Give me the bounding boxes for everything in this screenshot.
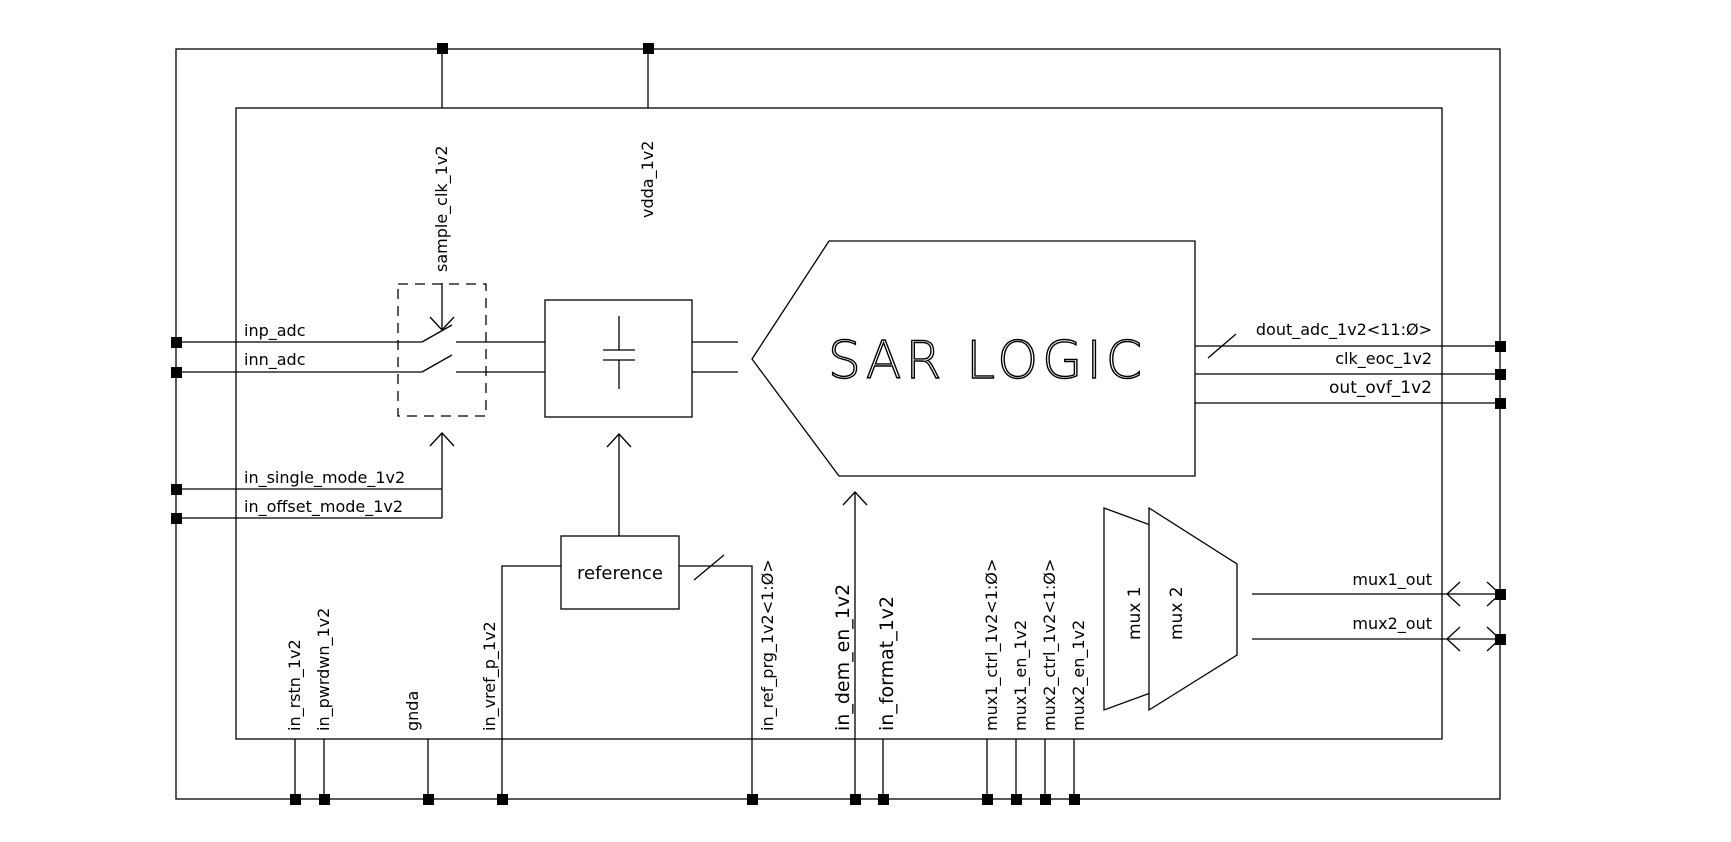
dem-en-arrow: [842, 491, 868, 506]
reference-block: [560, 535, 680, 610]
sampling-switch-box: [397, 283, 487, 417]
pin-out-ovf[interactable]: [1495, 398, 1506, 409]
ref-prg-bus-slash: [693, 554, 725, 581]
pin-in-vref-p[interactable]: [497, 794, 508, 805]
pin-in-rstn[interactable]: [290, 794, 301, 805]
mux2-label: mux 2: [1167, 586, 1187, 640]
label-in-rstn: in_rstn_1v2: [285, 639, 305, 731]
inner-boundary: [235, 107, 1443, 740]
label-gnda: gnda: [403, 691, 422, 731]
pin-mux1-out[interactable]: [1495, 589, 1506, 600]
label-in-ref-prg: in_ref_prg_1v2<1:Ø>: [758, 559, 778, 731]
pin-mux2-out[interactable]: [1495, 634, 1506, 645]
label-inn-adc: inn_adc: [244, 350, 305, 370]
switch-inp: [421, 324, 453, 343]
label-inp-adc: inp_adc: [244, 321, 306, 341]
pin-dout-adc[interactable]: [1495, 341, 1506, 352]
label-in-pwrdwn: in_pwrdwn_1v2: [314, 608, 334, 731]
pin-in-dem-en[interactable]: [850, 794, 861, 805]
label-mux2-out: mux2_out: [1352, 614, 1432, 634]
pin-in-pwrdwn[interactable]: [319, 794, 330, 805]
pin-mux1-ctrl[interactable]: [982, 794, 993, 805]
pin-mux2-ctrl[interactable]: [1040, 794, 1051, 805]
label-mux1-out: mux1_out: [1352, 570, 1432, 590]
mux1-out-arrow-left: [1446, 581, 1461, 607]
sar-logic-label: SAR LOGIC: [828, 331, 1146, 391]
pin-gnda[interactable]: [423, 794, 434, 805]
mux1-label: mux 1: [1125, 586, 1145, 640]
reference-label: reference: [577, 563, 663, 584]
label-in-offset-mode: in_offset_mode_1v2: [244, 497, 403, 517]
label-mux1-en: mux1_en_1v2: [1011, 620, 1031, 731]
pin-in-ref-prg[interactable]: [747, 794, 758, 805]
sar-logic-block: [751, 240, 1196, 477]
pin-mux1-en[interactable]: [1011, 794, 1022, 805]
pin-sample-clk[interactable]: [437, 43, 448, 54]
label-in-vref-p: in_vref_p_1v2: [480, 621, 500, 731]
pin-in-format[interactable]: [878, 794, 889, 805]
label-in-format: in_format_1v2: [876, 596, 898, 731]
reference-arrow: [606, 433, 632, 448]
label-mux2-en: mux2_en_1v2: [1069, 620, 1089, 731]
label-vdda: vdda_1v2: [638, 141, 658, 218]
switch-inn: [421, 354, 453, 373]
dout-bus-slash: [1207, 333, 1237, 359]
label-in-dem-en: in_dem_en_1v2: [832, 584, 854, 731]
mux2-out-arrow-left: [1446, 626, 1461, 652]
label-mux1-ctrl: mux1_ctrl_1v2<1:Ø>: [982, 559, 1002, 731]
pin-clk-eoc[interactable]: [1495, 369, 1506, 380]
outer-border: [175, 48, 1501, 800]
label-out-ovf: out_ovf_1v2: [1329, 378, 1432, 398]
mode-arrow: [429, 432, 455, 447]
pin-vdda[interactable]: [643, 43, 654, 54]
label-dout-adc: dout_adc_1v2<11:Ø>: [1256, 320, 1432, 340]
mux2-block: [1148, 506, 1238, 712]
pin-mux2-en[interactable]: [1069, 794, 1080, 805]
label-in-single-mode: in_single_mode_1v2: [244, 468, 405, 488]
label-clk-eoc: clk_eoc_1v2: [1335, 349, 1432, 369]
label-sample-clk: sample_clk_1v2: [432, 145, 452, 272]
label-mux2-ctrl: mux2_ctrl_1v2<1:Ø>: [1040, 559, 1060, 731]
